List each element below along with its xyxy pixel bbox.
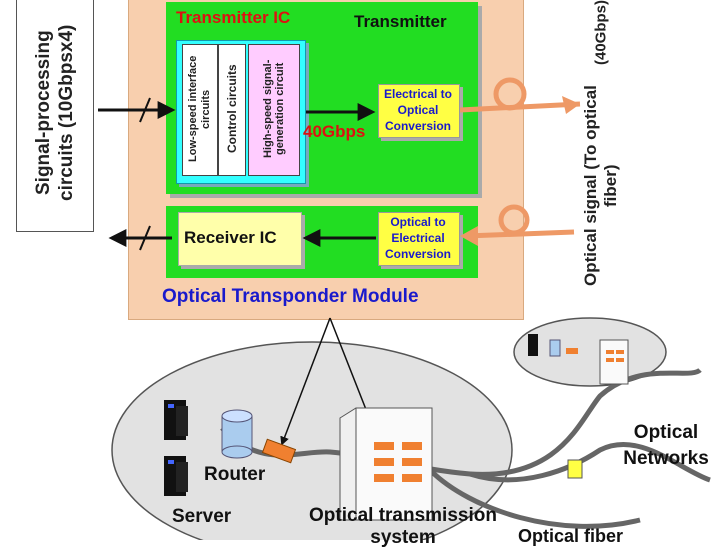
remote-network-icon xyxy=(528,334,629,385)
junction-box-icon xyxy=(567,459,583,479)
router-icon xyxy=(221,409,253,459)
oe-conversion-label: Optical to Electrical Conversion xyxy=(384,215,451,261)
transmitter-title: Transmitter xyxy=(354,12,447,31)
eo-conversion-box xyxy=(378,84,460,138)
fiber-label: Optical fiber xyxy=(518,526,624,546)
server-icon xyxy=(164,400,188,496)
ots-label: Optical transmission system xyxy=(309,505,497,548)
transmitter-ic-title: Transmitter IC xyxy=(176,8,291,27)
module-title: Optical Transponder Module xyxy=(162,286,419,307)
receiver-ic-label: Receiver IC xyxy=(184,228,277,247)
low-speed-interface-block xyxy=(182,44,218,176)
oe-conversion-box xyxy=(378,212,460,266)
optical-networks-label: Optical Networks xyxy=(623,422,709,469)
tx-optical-arrow xyxy=(459,77,581,114)
rate-label: 40Gbps xyxy=(303,122,366,141)
router-label: Router xyxy=(204,464,266,485)
high-speed-circuit-block xyxy=(248,44,300,176)
receiver-ic-box xyxy=(178,212,302,266)
control-circuits-block xyxy=(218,44,246,176)
output-arrow xyxy=(108,225,172,251)
input-arrow xyxy=(98,97,176,123)
eo-conversion-label: Electrical to Optical Conversion xyxy=(383,87,453,133)
server-label: Server xyxy=(172,506,232,527)
transponder-device-icon xyxy=(261,438,297,464)
rx-optical-arrow xyxy=(460,204,575,246)
transmission-system-icon xyxy=(339,407,433,521)
signal-processing-box xyxy=(16,0,94,232)
